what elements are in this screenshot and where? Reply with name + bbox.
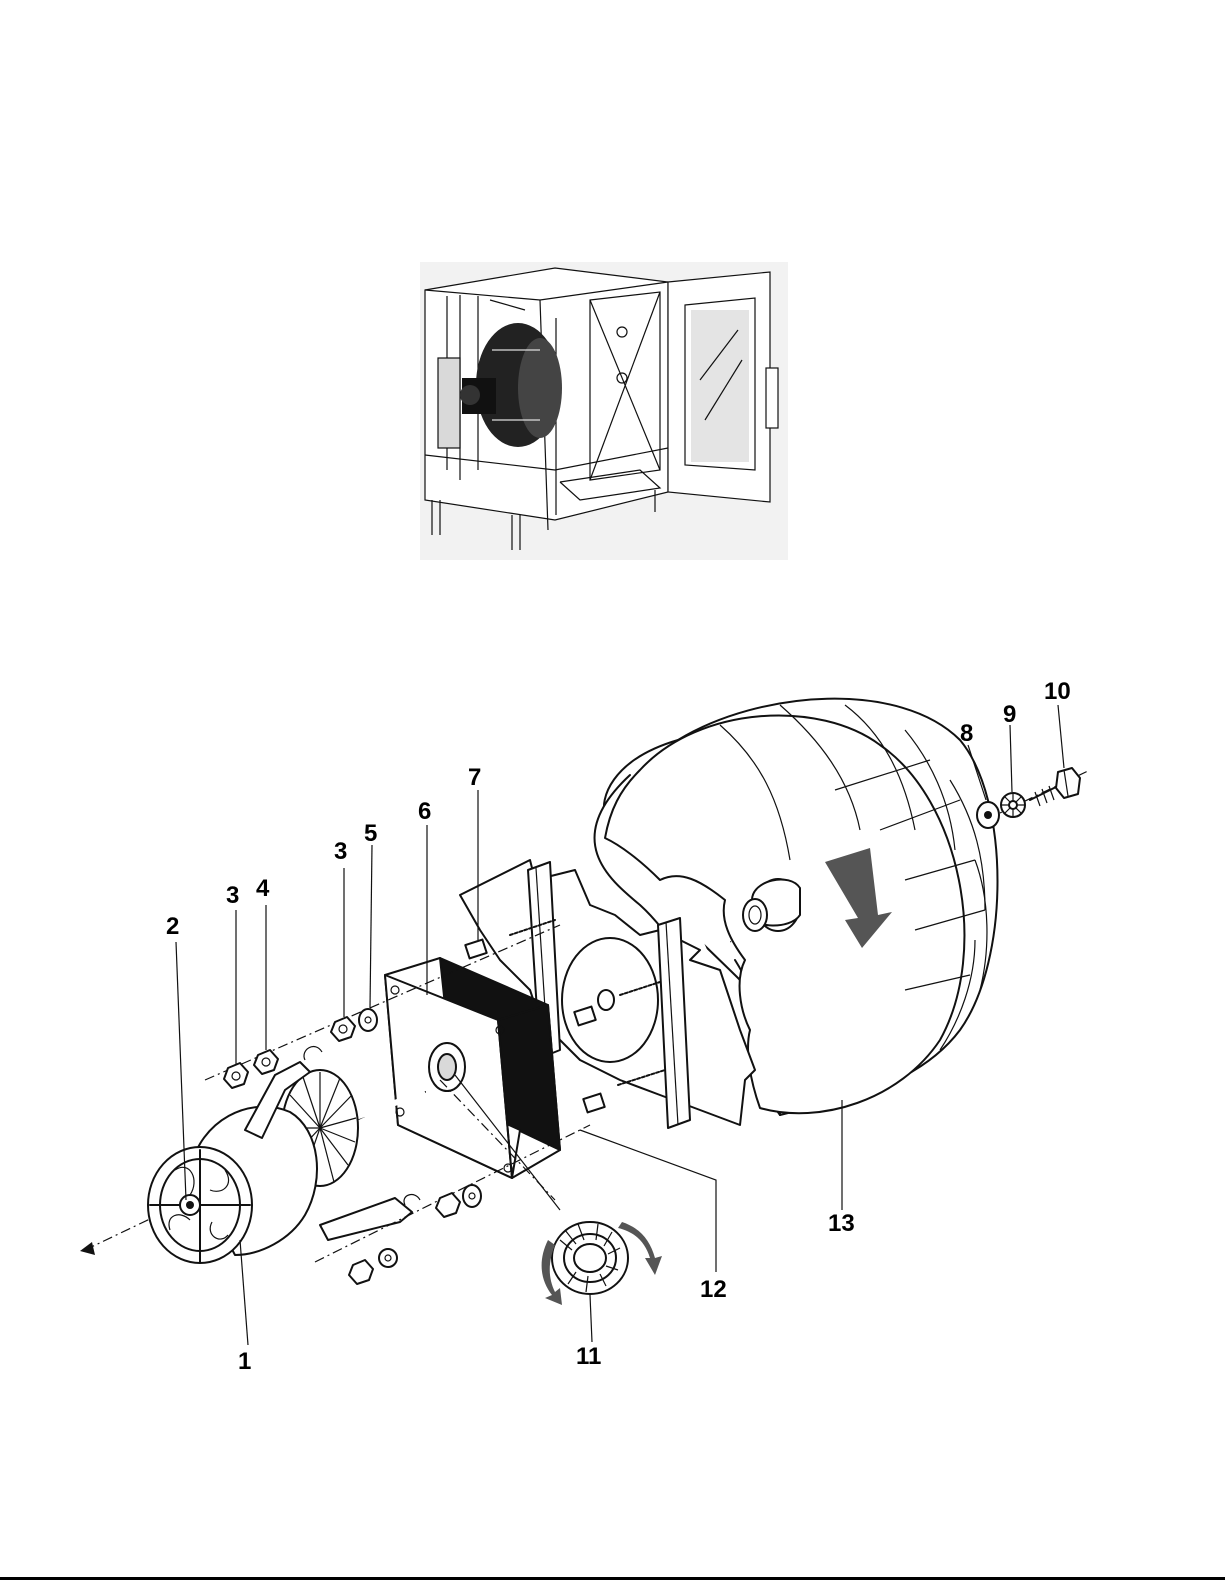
callout-12: 12: [700, 1278, 727, 1302]
callout-10: 10: [1044, 680, 1071, 704]
callout-13: 13: [828, 1212, 855, 1236]
callout-7: 7: [468, 766, 481, 790]
callout-11: 11: [576, 1345, 601, 1369]
part-5-washer: [359, 1009, 377, 1031]
callout-8: 8: [960, 722, 973, 746]
bottom-rule: [0, 1577, 1225, 1580]
part-11-shaft-seal: [542, 1222, 662, 1305]
callout-2: 2: [166, 915, 179, 939]
part-3-nut-upper-left: [224, 1063, 248, 1088]
part-8-washer: [977, 802, 999, 828]
part-1-motor: [148, 1047, 425, 1263]
lower-fasteners: [349, 1185, 481, 1284]
callout-3-upper-right: 3: [334, 840, 347, 864]
part-4-washer: [254, 1050, 278, 1074]
callout-1: 1: [238, 1350, 251, 1374]
callout-9: 9: [1003, 703, 1016, 727]
part-3-nut-upper-right: [331, 1017, 355, 1041]
part-10-bolt: [1030, 768, 1080, 806]
callout-6: 6: [418, 800, 431, 824]
callout-3-upper-left: 3: [226, 884, 239, 908]
callout-4: 4: [256, 877, 269, 901]
callout-5: 5: [364, 822, 377, 846]
axis-arrowhead: [80, 1242, 95, 1255]
part-9-lock-washer: [1001, 793, 1025, 817]
